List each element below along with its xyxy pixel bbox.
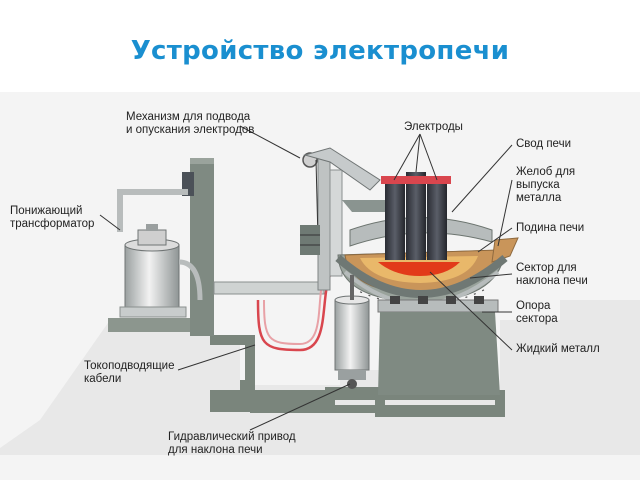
- sector-support: [377, 296, 500, 395]
- foundation: [0, 300, 640, 455]
- hydraulic-drive: [334, 275, 370, 389]
- leader-lines: [99, 125, 513, 431]
- label-support-line2: сектора: [516, 313, 558, 325]
- label-spout: Желоб для выпуска металла: [516, 166, 575, 205]
- label-cables: Токоподводящие кабели: [84, 360, 175, 386]
- label-hydraulic: Гидравлический привод для наклона печи: [168, 431, 296, 457]
- label-cables-line1: Токоподводящие: [84, 360, 175, 372]
- transformer: [117, 189, 203, 318]
- label-hydraulic-line2: для наклона печи: [168, 444, 263, 456]
- label-mechanism-line1: Механизм для подвода: [126, 111, 251, 123]
- label-hearth: Подина печи: [516, 222, 585, 234]
- label-sector-line2: наклона печи: [516, 275, 588, 287]
- label-sector: Сектор для наклона печи: [516, 262, 588, 288]
- label-electrodes: Электроды: [404, 121, 463, 133]
- label-sector-line1: Сектор для: [516, 262, 577, 274]
- page-title: Устройство электропечи: [130, 36, 510, 66]
- label-spout-line2: выпуска: [516, 179, 560, 191]
- label-transformer-line1: Понижающий: [10, 205, 83, 217]
- label-cables-line2: кабели: [84, 373, 122, 385]
- label-hydraulic-line1: Гидравлический привод: [168, 431, 296, 443]
- label-support: Опора сектора: [516, 300, 558, 326]
- label-roof: Свод печи: [516, 138, 571, 150]
- label-spout-line1: Желоб для: [516, 166, 576, 178]
- label-mechanism-line2: и опускания электродов: [126, 124, 255, 136]
- label-spout-line3: металла: [516, 192, 562, 204]
- electrodes-group: [381, 172, 451, 260]
- label-mechanism: Механизм для подвода и опускания электро…: [126, 111, 254, 137]
- electrode-mechanism: [300, 147, 400, 291]
- label-liquid-metal: Жидкий металл: [516, 343, 600, 355]
- label-support-line1: Опора: [516, 300, 551, 312]
- label-transformer-line2: трансформатор: [10, 218, 95, 230]
- mast-column: [182, 158, 325, 336]
- current-cables: [256, 274, 332, 352]
- label-transformer: Понижающий трансформатор: [10, 205, 94, 231]
